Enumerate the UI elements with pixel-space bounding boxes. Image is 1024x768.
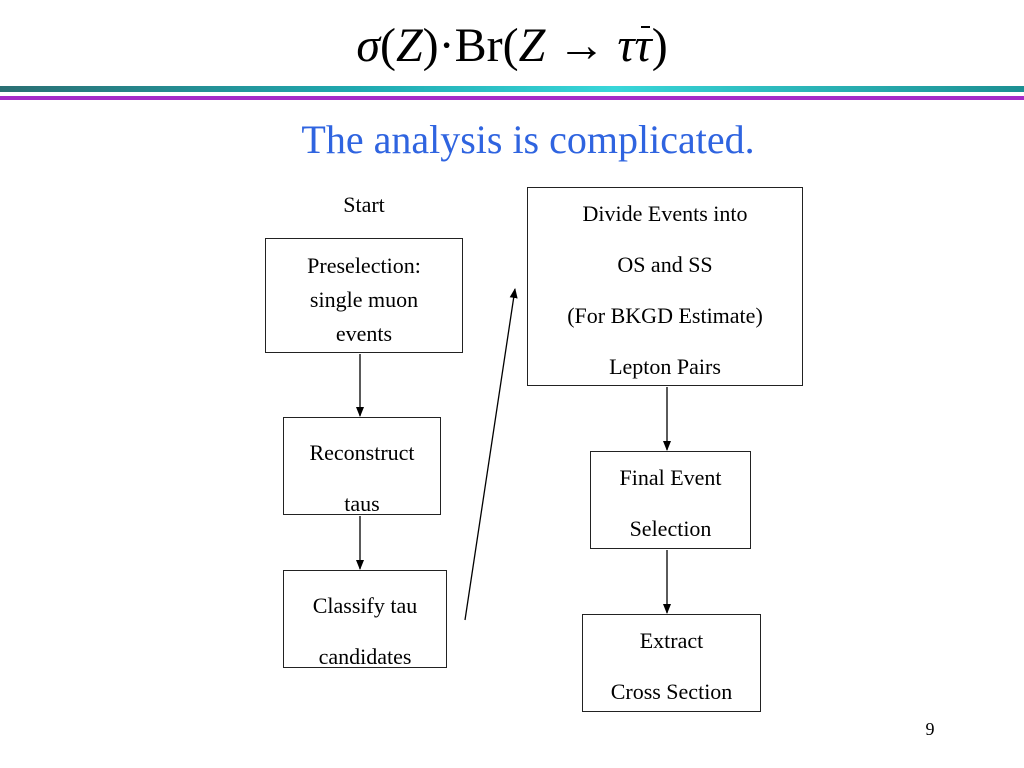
classify-line-2: candidates bbox=[318, 644, 412, 669]
extract-cross-section-box: Extract Cross Section bbox=[582, 614, 761, 712]
formula-br: Br bbox=[454, 19, 503, 72]
slide-title-formula: σ(Z)·Br(Z → ττ) bbox=[0, 14, 1024, 78]
formula-tau: τ bbox=[617, 19, 635, 72]
extract-line-2: Cross Section bbox=[610, 679, 733, 704]
formula-close-paren-2: ) bbox=[651, 19, 668, 72]
final-selection-box: Final Event Selection bbox=[590, 451, 751, 549]
reconstruct-line-2: taus bbox=[344, 491, 380, 516]
final-selection-line-1: Final Event bbox=[619, 465, 722, 490]
divide-line-2: OS and SS bbox=[617, 252, 713, 277]
reconstruct-taus-box: Reconstruct taus bbox=[283, 417, 441, 516]
divide-line-1: Divide Events into bbox=[582, 201, 748, 226]
formula-z: Z bbox=[395, 19, 423, 72]
arrow-classify-to-divide bbox=[464, 288, 518, 621]
teal-divider-rule bbox=[0, 86, 1024, 92]
divide-events-box: Divide Events into OS and SS (For BKGD E… bbox=[527, 187, 803, 386]
purple-divider-rule bbox=[0, 96, 1024, 100]
start-label: Start bbox=[343, 192, 385, 217]
formula-sigma: σ bbox=[356, 19, 380, 72]
formula-open-paren: ( bbox=[379, 19, 396, 72]
classify-line-1: Classify tau bbox=[312, 593, 418, 618]
classify-candidates-box: Classify tau candidates bbox=[283, 570, 447, 669]
divide-line-4: Lepton Pairs bbox=[609, 354, 721, 379]
formula-open-paren-2: ( bbox=[502, 19, 519, 72]
reconstruct-line-1: Reconstruct bbox=[309, 440, 415, 465]
preselection-line-1: Preselection: bbox=[307, 253, 421, 278]
preselection-line-2: single muon bbox=[309, 287, 419, 312]
formula-dot: · bbox=[438, 19, 455, 72]
formula-arrow: → bbox=[545, 19, 618, 72]
preselection-box: Preselection: single muon events bbox=[265, 238, 463, 353]
preselection-line-3: events bbox=[335, 321, 393, 346]
formula-z-2: Z bbox=[518, 19, 546, 72]
formula-close-paren: ) bbox=[422, 19, 439, 72]
page-number: 9 bbox=[925, 719, 935, 739]
divide-line-3: (For BKGD Estimate) bbox=[567, 303, 763, 328]
extract-line-1: Extract bbox=[639, 628, 704, 653]
formula-tau-bar: τ bbox=[635, 14, 652, 78]
slide-subtitle: The analysis is complicated. bbox=[301, 117, 755, 162]
final-selection-line-2: Selection bbox=[629, 516, 712, 541]
